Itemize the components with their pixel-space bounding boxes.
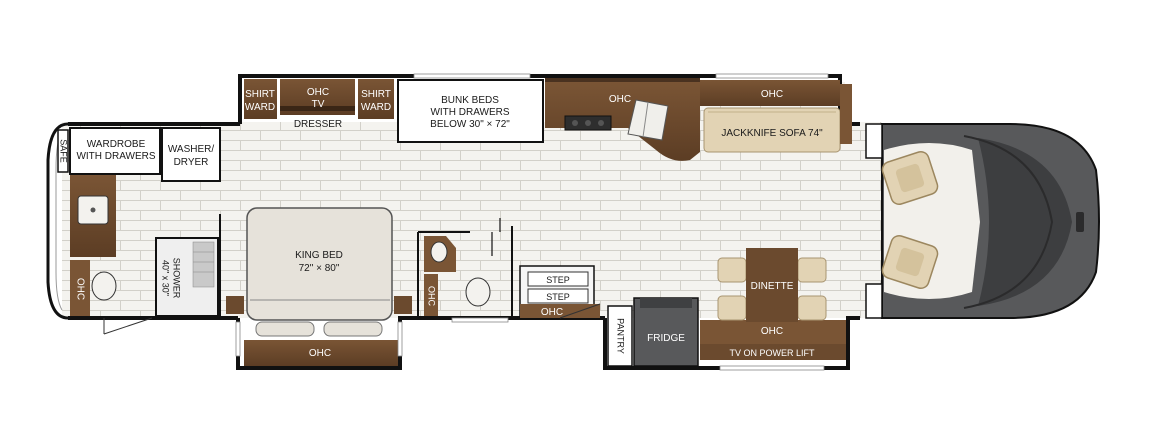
washer-dryer[interactable] (161, 127, 221, 182)
shirt-ward-right-label-2: WARD (361, 102, 391, 113)
king-bed[interactable] (246, 207, 393, 321)
halfbath-ohc (424, 274, 438, 316)
sink-divider (642, 101, 649, 138)
fridge[interactable] (633, 297, 699, 367)
bunk-label-2: WITH DRAWERS (430, 107, 509, 118)
step-upper[interactable] (527, 271, 589, 287)
halfbath-toilet[interactable] (465, 277, 491, 307)
safe-label: SAFE (59, 139, 69, 163)
step-1-label: STEP (546, 275, 570, 285)
steps-ohc (520, 304, 600, 318)
shirt-ward-left-label-1: SHIRT (245, 89, 275, 100)
ohc-halfbath-label: OHC (427, 286, 437, 307)
sofa-label: JACKKNIFE SOFA 74" (721, 128, 823, 139)
entry-door (559, 303, 601, 319)
bed-nightstand-left (226, 296, 244, 314)
safe-box (57, 129, 69, 173)
step-2-label: STEP (546, 292, 570, 302)
bed-window-left (235, 321, 241, 357)
bunk-label-3: BELOW 30" × 72" (430, 119, 510, 130)
shower-label-1: SHOWER (172, 258, 182, 299)
tv-lift-bar (700, 344, 846, 360)
king-bed-label-1: KING BED (295, 250, 343, 261)
dinette-chair-2[interactable] (797, 257, 827, 283)
shirt-ward-right[interactable] (358, 79, 394, 119)
ohc-bath-label: OHC (74, 278, 85, 300)
shower-seat-lines (193, 251, 214, 273)
bed-nightstand-right (394, 296, 412, 314)
wardrobe[interactable] (69, 127, 161, 175)
ohc-dinette-label: OHC (761, 326, 783, 337)
burner-3 (598, 120, 604, 126)
ohc-sofa-label: OHC (761, 89, 783, 100)
cab-door-bottom (865, 283, 883, 319)
rear-ohc (70, 260, 90, 316)
washer-label-2: DRYER (174, 157, 209, 168)
washer-label-1: WASHER/ (168, 144, 215, 155)
bunk-label-1: BUNK BEDS (441, 95, 499, 106)
wardrobe-label-2: WITH DRAWERS (76, 151, 155, 162)
ohc-kitchen-label: OHC (609, 94, 631, 105)
bed-window-right (397, 321, 403, 357)
rear-cap (46, 122, 69, 320)
ohc-tv-label-1: OHC (307, 87, 329, 98)
cab-dash (963, 135, 1054, 309)
window-top-sofa (715, 73, 829, 79)
halfbath-sink[interactable] (430, 241, 448, 263)
cab-seat-driver-cushion (895, 163, 925, 193)
shirt-ward-left[interactable] (244, 79, 277, 119)
rear-sink-drain (90, 207, 96, 213)
fridge-label: FRIDGE (647, 333, 685, 344)
dinette-ohc (700, 320, 846, 344)
ohc-steps-label: OHC (541, 307, 563, 318)
dinette-chair-4[interactable] (797, 295, 827, 321)
shirt-ward-right-label-1: SHIRT (361, 89, 391, 100)
pillow-right[interactable] (323, 321, 383, 337)
pantry-label: PANTRY (616, 318, 626, 354)
pillow-left[interactable] (255, 321, 315, 337)
window-top-bunk (413, 73, 531, 79)
dinette-chair-3[interactable] (717, 295, 747, 321)
windshield (978, 138, 1072, 306)
sofa-side-table (840, 84, 852, 144)
shower-seat (192, 241, 215, 288)
dinette-label: DINETTE (751, 281, 794, 292)
king-bed-label-2: 72" × 80" (299, 263, 340, 274)
bunk-beds[interactable] (397, 79, 544, 143)
sofa-ohc (700, 80, 840, 106)
shirt-ward-left-label-2: WARD (245, 102, 275, 113)
dresser-label: DRESSER (294, 119, 342, 130)
step-lower[interactable] (527, 288, 589, 304)
ohc-bed-label: OHC (309, 348, 331, 359)
kitchen-counter[interactable] (545, 82, 700, 161)
kitchen-sink[interactable] (627, 99, 669, 141)
rear-door-swing (103, 317, 153, 335)
cab-door-top (865, 123, 883, 159)
shower-label-2: 40" x 30" (161, 260, 171, 296)
tv-lift-label: TV ON POWER LIFT (729, 348, 815, 358)
cab-emblem (1076, 212, 1084, 232)
burner-2 (585, 120, 591, 126)
tv-strip (280, 106, 355, 111)
halfbath-window (451, 317, 509, 323)
cab-seat-passenger-cushion (895, 247, 925, 277)
kitchen-ohc-top (545, 78, 700, 82)
wardrobe-label-1: WARDROBE (87, 139, 146, 150)
pantry[interactable] (607, 305, 633, 367)
window-bottom-dinette (719, 365, 825, 371)
fridge-handle-area (640, 298, 692, 308)
dinette-chair-1[interactable] (717, 257, 747, 283)
burner-1 (572, 120, 578, 126)
rear-toilet[interactable] (91, 271, 117, 301)
ohc-tv-label-2: TV (312, 99, 325, 110)
bedroom-ohc (244, 340, 398, 366)
dinette-table[interactable] (746, 248, 798, 322)
